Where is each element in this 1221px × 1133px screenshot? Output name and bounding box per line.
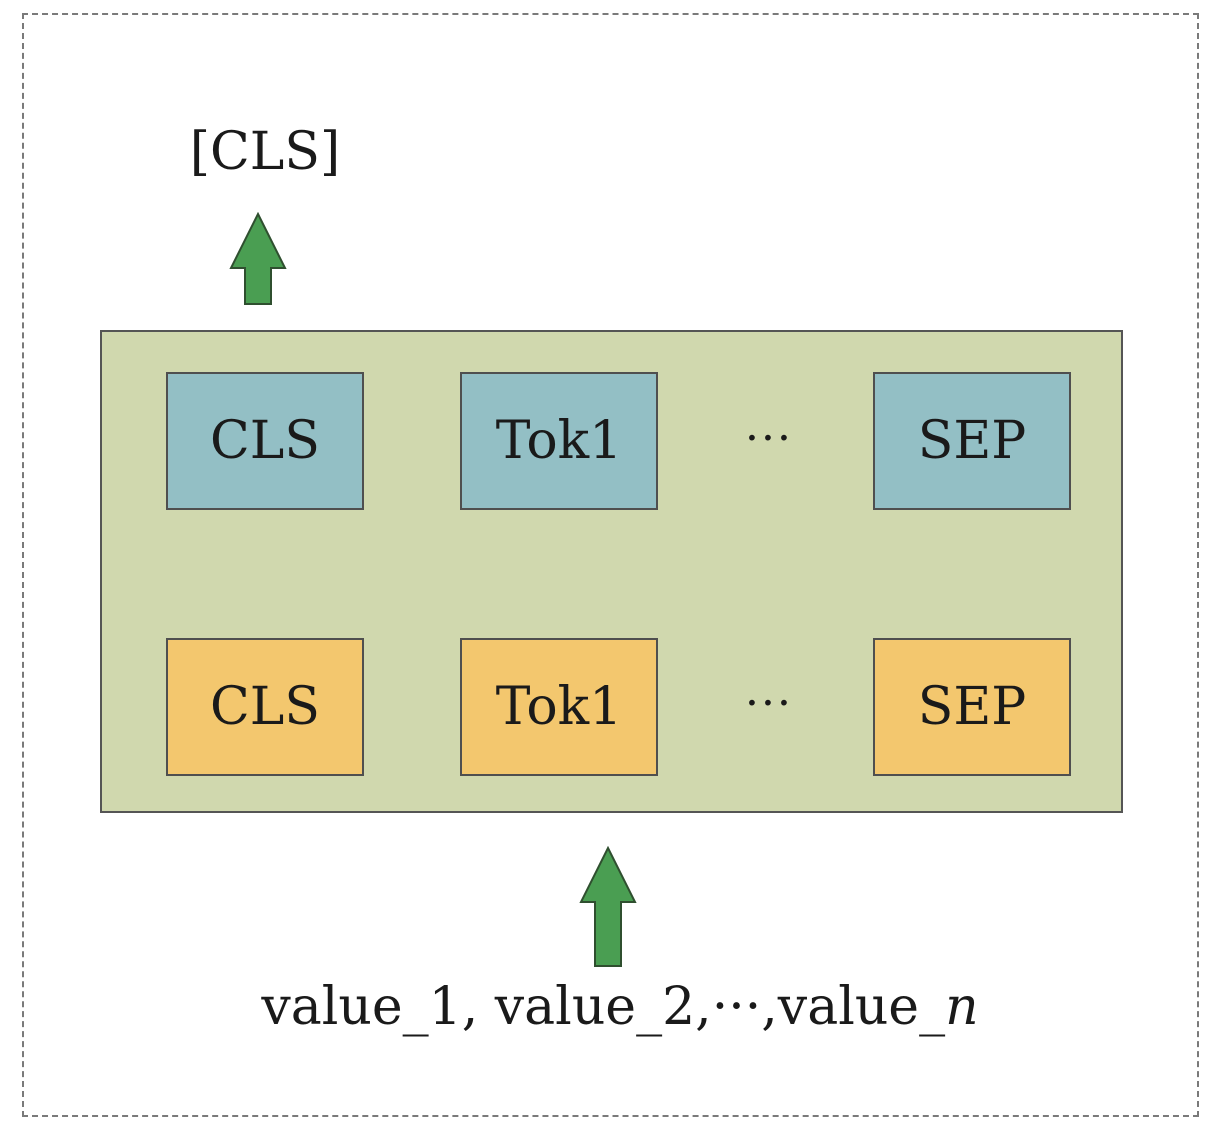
output-label: [CLS] bbox=[189, 122, 341, 182]
top-token-sep: SEP bbox=[873, 372, 1071, 510]
top-ellipsis: ··· bbox=[745, 413, 793, 464]
top-token-cls: CLS bbox=[166, 372, 364, 510]
input-label: value_1, value_2,···,value_n bbox=[160, 972, 1080, 1042]
bottom-token-cls-label: CLS bbox=[210, 677, 320, 737]
input-arrow-icon bbox=[579, 846, 637, 968]
top-token-tok1-label: Tok1 bbox=[495, 411, 623, 471]
top-token-sep-label: SEP bbox=[917, 411, 1027, 471]
bottom-token-tok1: Tok1 bbox=[460, 638, 658, 776]
bottom-ellipsis: ··· bbox=[745, 678, 793, 729]
bottom-token-cls: CLS bbox=[166, 638, 364, 776]
input-label-text: value_1, value_2,···,value_ bbox=[261, 977, 946, 1037]
diagram-frame bbox=[22, 13, 1199, 1117]
bottom-token-sep-label: SEP bbox=[917, 677, 1027, 737]
output-arrow-icon bbox=[229, 212, 287, 306]
bottom-token-tok1-label: Tok1 bbox=[495, 677, 623, 737]
encoder-block: CLS Tok1 ··· SEP CLS Tok1 ··· SEP bbox=[100, 330, 1123, 813]
top-token-cls-label: CLS bbox=[210, 411, 320, 471]
bottom-token-sep: SEP bbox=[873, 638, 1071, 776]
input-label-variable: n bbox=[945, 977, 979, 1037]
top-token-tok1: Tok1 bbox=[460, 372, 658, 510]
